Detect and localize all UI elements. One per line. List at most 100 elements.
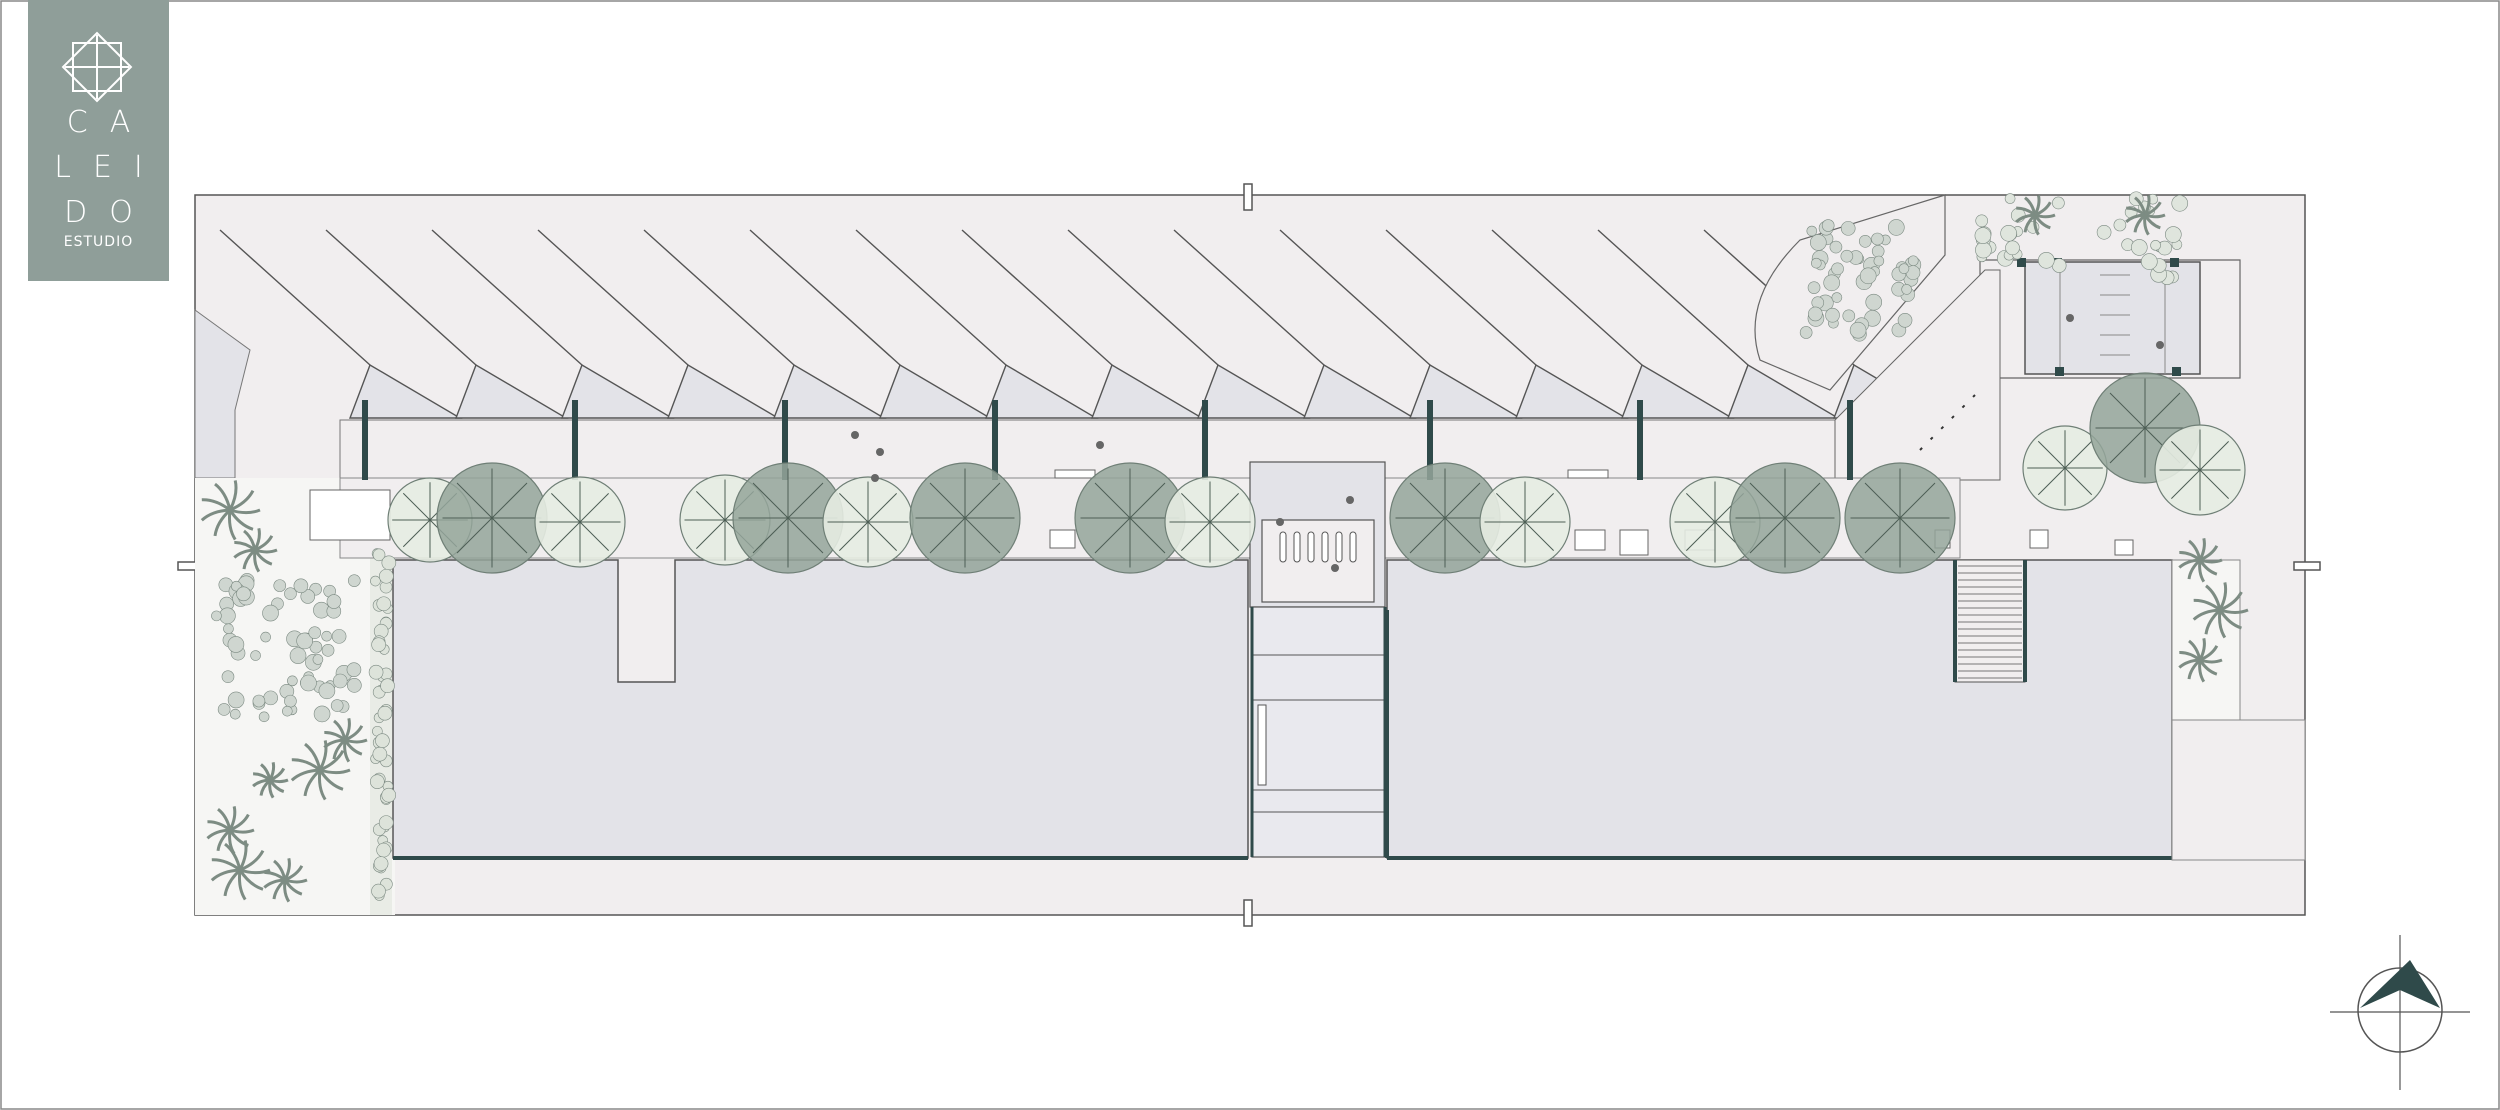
tree-branch [929,517,966,554]
entrance-bollard [1307,531,1315,563]
person-figure [871,474,879,482]
shrub-leaf [1888,219,1905,236]
tree-branch [402,519,431,548]
parking-bay-end [348,363,463,419]
tree-branch [2109,427,2146,464]
entrance-bollard [1279,531,1287,563]
person-figure [1276,518,1284,526]
brand-line-1: CA [66,105,153,140]
palm [323,718,368,763]
tree-branch [964,482,1001,519]
shrub-leaf [381,555,397,571]
palm-frond [344,725,364,742]
parking-line [1385,229,1537,366]
palm-frond [319,749,345,772]
parking-line [643,229,795,366]
palm [2125,194,2166,236]
tree-branch [2037,440,2066,469]
palm-frond [303,768,322,797]
brand-line-3: DO [64,195,155,230]
shrub-leaf [2000,225,2017,242]
parking-line [1173,229,1325,366]
shrub-leaf [2096,224,2112,240]
parking-bay-end [772,363,887,419]
palm [2178,538,2223,583]
shrub-leaf [223,623,234,635]
shrub-leaf [2113,218,2127,232]
shrub-leaf [376,596,392,612]
shrubs [211,191,2189,901]
tree-branch [402,492,431,521]
tree-branch [1749,482,1786,519]
parking-line [1279,229,1431,366]
shrub-cluster [370,746,393,768]
tree-branch [1749,517,1786,554]
shrub-cluster [371,877,393,901]
person-figure [876,448,884,456]
pergola-post [1847,400,1853,480]
shrub-leaf [378,815,394,830]
shrub-leaf [211,610,222,622]
tree [1479,476,1571,568]
shrub-leaf [1821,219,1835,232]
palm-frond [2218,609,2242,630]
palm-frond [224,842,242,871]
shrub-leaf [372,746,388,762]
shrub-leaf [2052,196,2065,210]
entrance-bollard [1293,531,1301,563]
shrub-leaf [326,594,342,609]
entrance-bollard [1321,531,1329,563]
tree-branch [867,493,897,523]
tree [2154,424,2246,516]
shrub-cluster [368,664,393,683]
shrub-leaf [371,883,386,899]
trees [387,372,2246,574]
shrub-leaf [260,631,271,643]
tree-branch [696,519,726,549]
shrub-cluster [376,835,393,858]
shrub-cluster [371,548,397,571]
palm-frond [228,480,238,511]
tree-branch [1899,482,1936,519]
shrub-leaf [347,678,362,693]
palm [2015,194,2056,236]
shrub-leaf [1859,267,1877,285]
tree-branch [1181,521,1211,551]
palm-frond [210,868,241,882]
shrub-leaf [330,699,344,712]
shrub-leaf [378,568,394,584]
tree-branch [787,482,824,519]
shrub-leaf [371,637,386,653]
palm-frond [229,489,255,512]
palm-frond [239,868,271,875]
shrub-leaf [1858,235,1872,248]
tree-branch [752,482,789,519]
tree [2022,425,2108,511]
palm-frond [2192,608,2221,621]
shrub-leaf [370,575,381,587]
tree [436,462,548,574]
palm-frond [2034,201,2052,217]
palms [200,194,2249,903]
parking-bay-end [1620,363,1735,419]
tree [1164,476,1256,568]
shrub-cluster [373,616,393,639]
tree-branch [1864,482,1901,519]
shrub-leaf [1974,227,1992,244]
shrub-leaf [273,579,287,592]
tree-branch [1094,517,1131,554]
tree [1844,462,1956,574]
palm-frond [228,509,254,531]
annex-garden [2171,559,2241,721]
palm-frond [223,868,242,897]
tree-branch [1409,482,1446,519]
tree-branch [2064,440,2093,469]
shrub-leaf [312,654,324,665]
person-figure [1346,496,1354,504]
palm-frond [2205,584,2222,611]
tree-branch [1899,517,1936,554]
tree [909,462,1021,574]
shrub-cluster [373,704,393,724]
